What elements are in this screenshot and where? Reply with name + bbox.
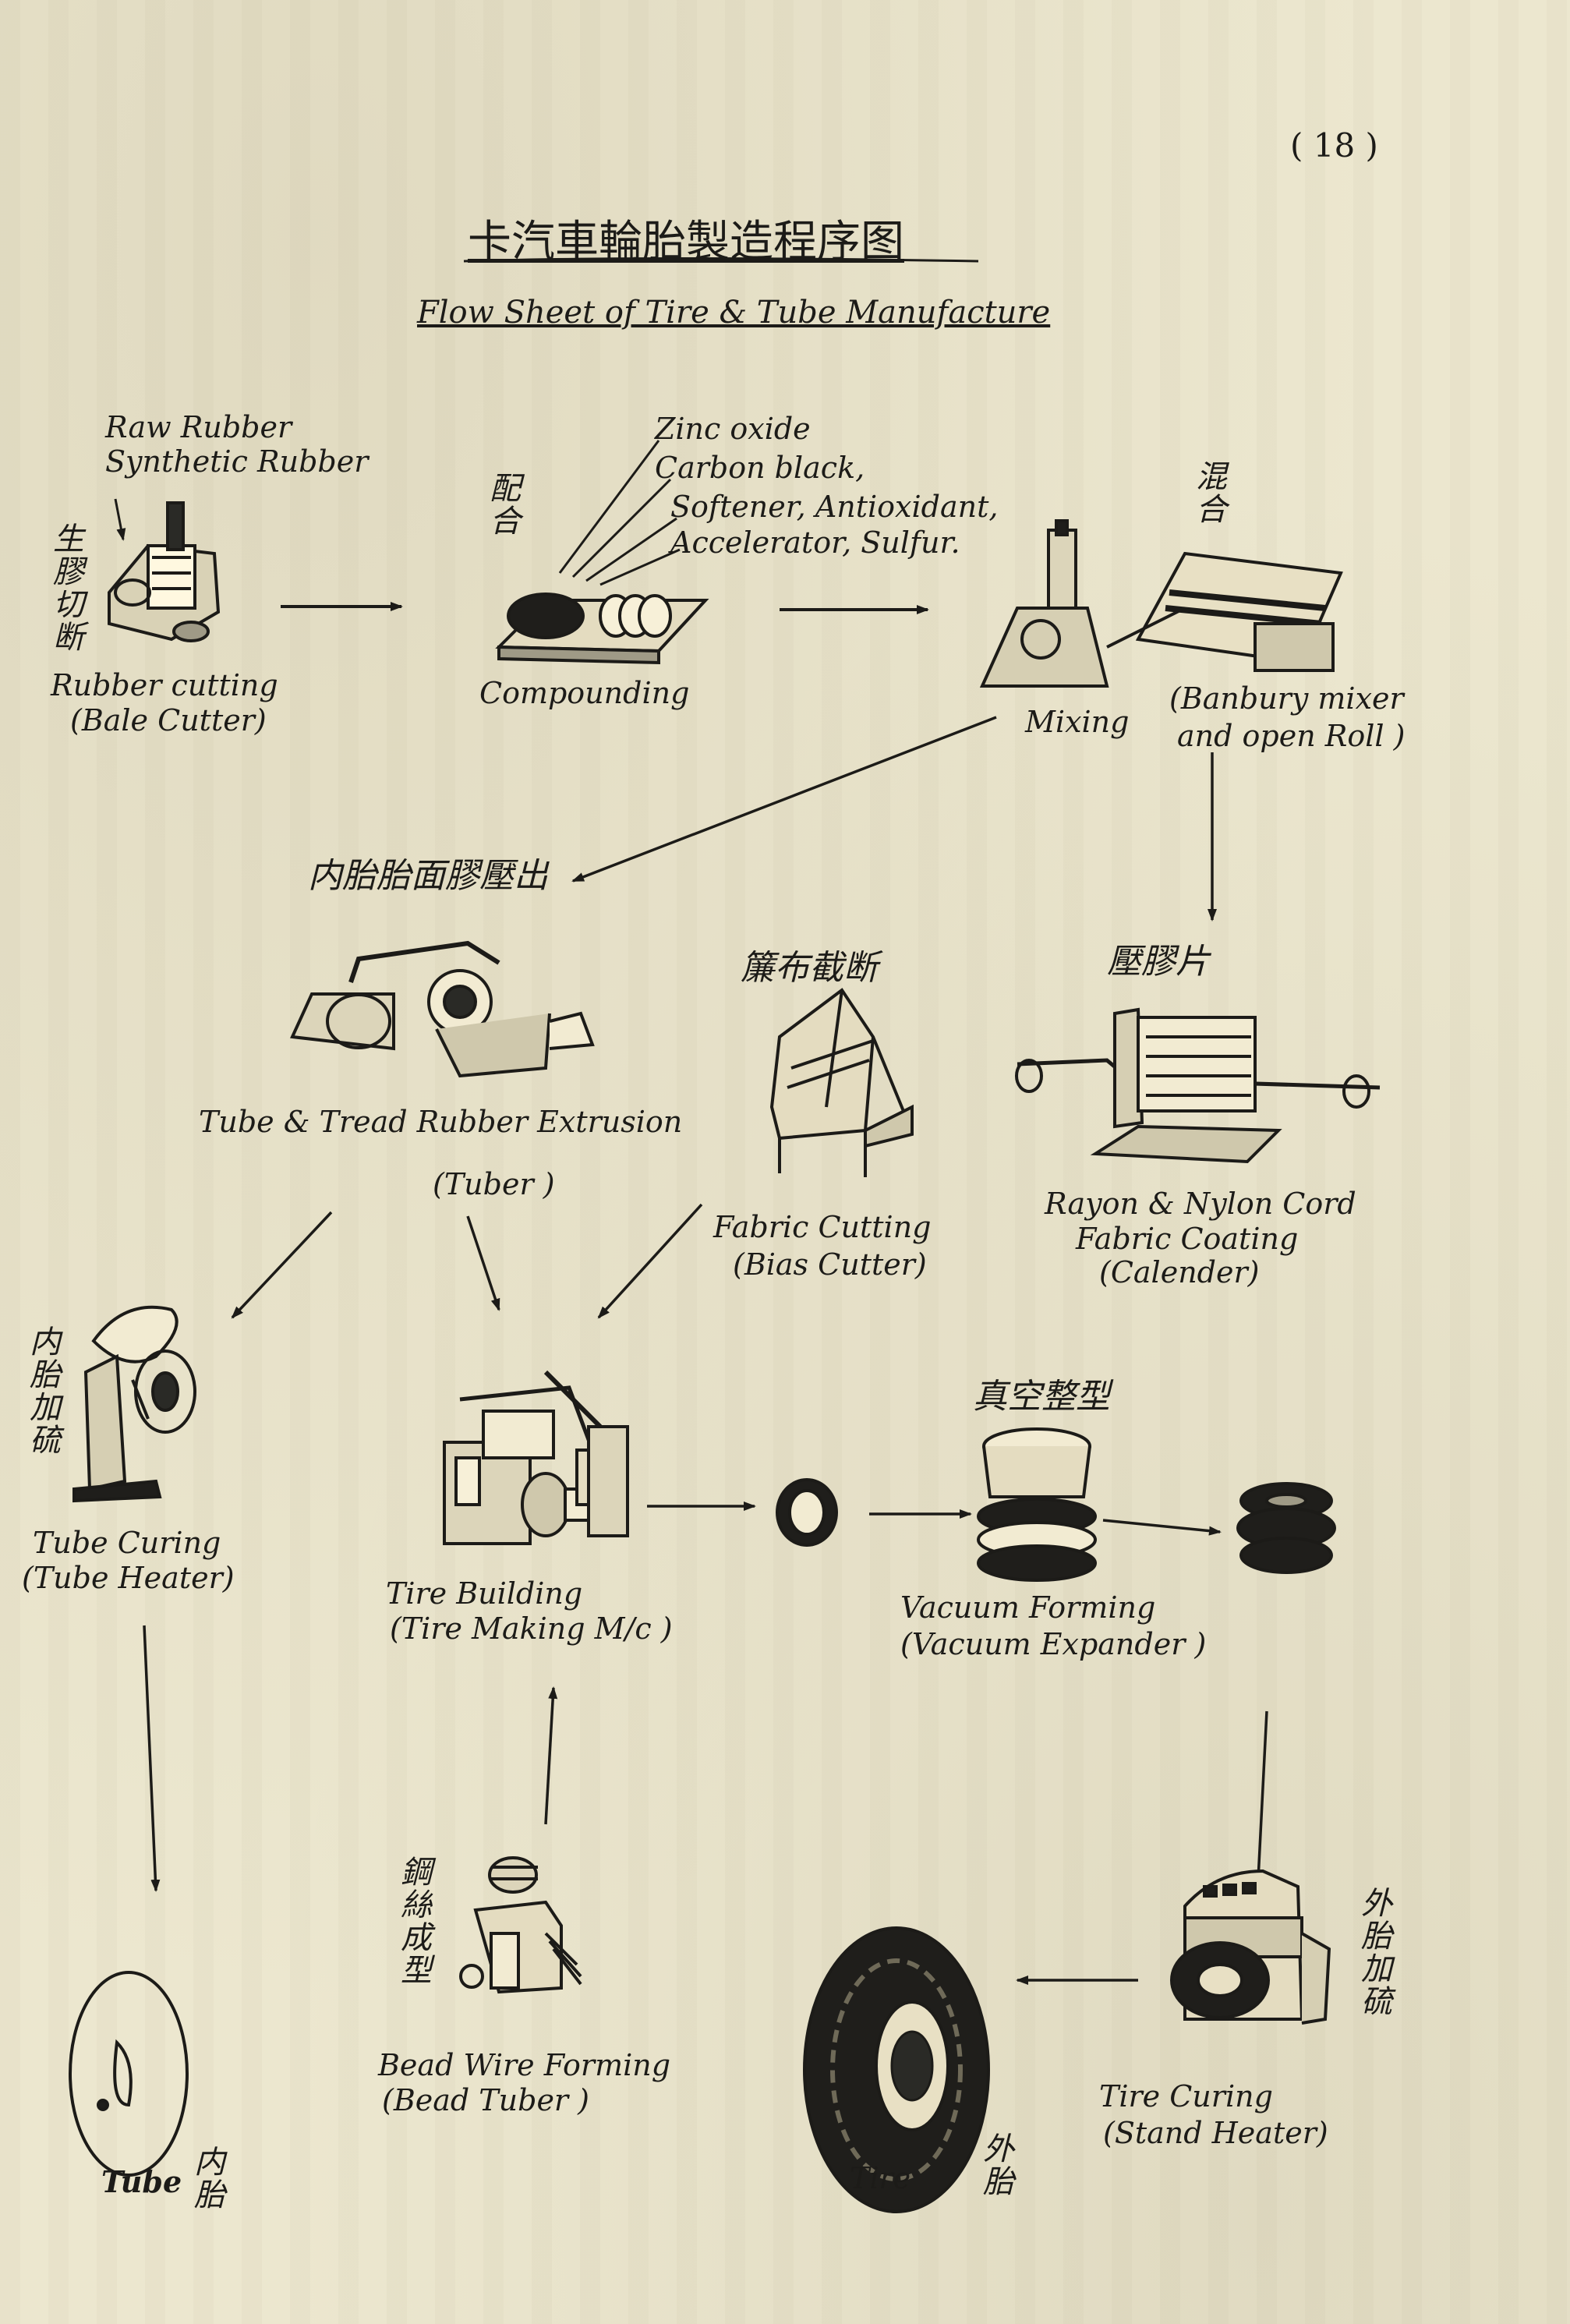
tube-output-label: Tube <box>101 2164 182 2199</box>
stand-heater-icon <box>1170 1869 1331 2025</box>
finished-tire-icon <box>803 1926 990 2213</box>
tube-curing-chinese: 内胎加硫 <box>24 1325 60 1456</box>
ingredient-accelerator: Accelerator, Sulfur. <box>670 525 960 560</box>
tube-curing-label: Tube Curing <box>33 1526 221 1560</box>
rubber-cutting-chinese: 生膠切断 <box>48 522 83 653</box>
ingredient-zinc-oxide: Zinc oxide <box>655 412 811 446</box>
vacuum-expander-label: (Vacuum Expander ) <box>900 1627 1207 1661</box>
extrusion-label: Tube & Tread Rubber Extrusion <box>199 1105 683 1139</box>
mixing-label: Mixing <box>1025 705 1130 739</box>
tuber-extruder-icon <box>290 940 595 1078</box>
mixing-chinese: 混合 <box>1190 460 1226 525</box>
inner-tube-icon <box>69 1971 189 2177</box>
calender-chinese: 壓膠片 <box>1107 942 1210 982</box>
bale-cutter-label: (Bale Cutter) <box>70 703 267 738</box>
stand-heater-label: (Stand Heater) <box>1103 2116 1328 2150</box>
ingredient-carbon-black: Carbon black, <box>655 451 865 485</box>
calender-icon <box>1015 1007 1381 1164</box>
title-chinese: 卡汽車輪胎製造程序图 <box>468 217 904 267</box>
compounding-label: Compounding <box>479 676 690 710</box>
bead-wire-label: Bead Wire Forming <box>378 2048 671 2082</box>
tube-heater-icon <box>72 1305 196 1503</box>
compounding-chinese: 配合 <box>484 472 520 537</box>
title-english: Flow Sheet of Tire & Tube Manufacture <box>417 295 1051 331</box>
green-tire-band-icon <box>776 1478 838 1547</box>
tire-output-label: Tire <box>850 2161 911 2195</box>
banbury-mixer-icon <box>979 519 1343 688</box>
bead-tuber-icon <box>459 1856 582 1994</box>
tire-curing-chinese: 外胎加硫 <box>1356 1887 1391 2018</box>
bias-cutter-label: (Bias Cutter) <box>733 1247 927 1282</box>
vacuum-forming-label: Vacuum Forming <box>900 1590 1156 1625</box>
calender-label: (Calender) <box>1099 1255 1260 1289</box>
page-number: ( 18 ) <box>1290 126 1378 164</box>
bead-tuber-label: (Bead Tuber ) <box>382 2083 589 2117</box>
extrusion-chinese: 内胎胎面膠壓出 <box>308 856 548 896</box>
fabric-cutting-chinese: 簾布截断 <box>741 948 878 988</box>
tire-output-chinese: 外胎 <box>978 2132 1013 2198</box>
vacuum-expander-icon <box>977 1427 1097 1582</box>
bead-wire-chinese: 鋼絲成型 <box>395 1855 431 1986</box>
fabric-coating-label: Fabric Coating <box>1076 1222 1299 1256</box>
fabric-cutting-label: Fabric Cutting <box>713 1210 932 1244</box>
bias-cutter-icon <box>769 988 914 1177</box>
tire-making-machine-label: (Tire Making M/c ) <box>390 1611 673 1646</box>
arrow-raw-to-cutter <box>114 498 126 541</box>
tire-making-machine-icon <box>443 1370 629 1545</box>
tire-building-label: Tire Building <box>386 1576 583 1611</box>
ingredient-softener: Softener, Antioxidant, <box>670 490 999 524</box>
tuber-label: (Tuber ) <box>433 1167 555 1201</box>
compounding-tray-icon <box>495 592 709 665</box>
tube-output-chinese: 内胎 <box>189 2145 225 2211</box>
vacuum-forming-chinese: 真空整型 <box>973 1377 1110 1417</box>
open-roll-note: and open Roll ) <box>1177 719 1406 753</box>
raw-rubber-label: Raw Rubber <box>105 410 292 444</box>
rayon-nylon-label: Rayon & Nylon Cord <box>1045 1187 1356 1221</box>
bale-cutter-icon <box>108 501 221 642</box>
rubber-cutting-label: Rubber cutting <box>51 668 278 702</box>
tube-heater-label: (Tube Heater) <box>22 1561 235 1595</box>
banbury-mixer-note: (Banbury mixer <box>1169 681 1404 716</box>
formed-green-tire-icon <box>1236 1482 1336 1574</box>
tire-curing-label: Tire Curing <box>1099 2079 1273 2114</box>
synthetic-rubber-label: Synthetic Rubber <box>105 444 369 479</box>
